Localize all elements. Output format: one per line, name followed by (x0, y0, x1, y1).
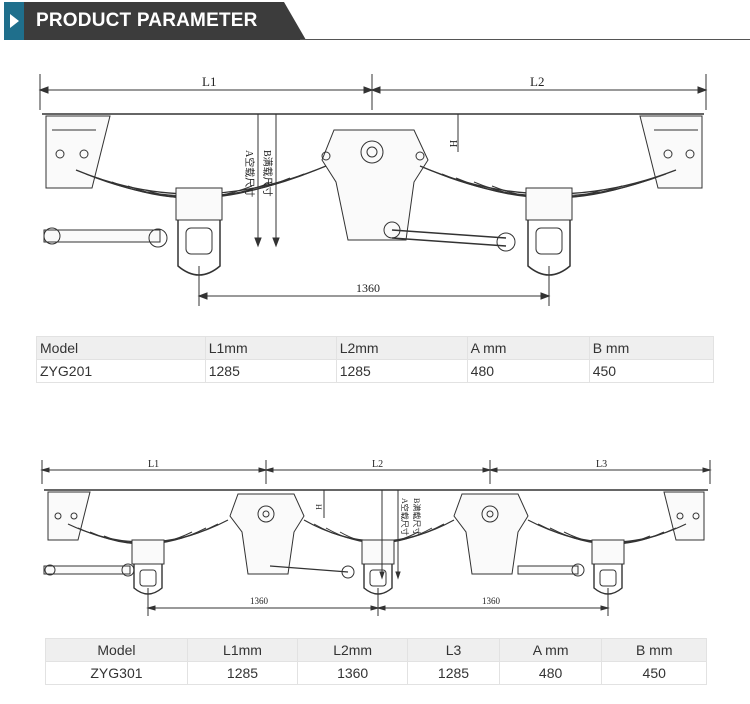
table-cell: ZYG301 (45, 661, 188, 685)
dim-1360-label: 1360 (356, 281, 380, 295)
table-header-row: Model L1mm L2mm A mm B mm (36, 336, 715, 360)
dim-l2-label: L2 (372, 459, 383, 470)
dim-h-label: H (447, 140, 458, 147)
spec-table-zyg301: Model L1mm L2mm L3 A mm B mm ZYG301 1285… (45, 638, 707, 685)
dim-l1-label: L1 (148, 459, 159, 470)
table-cell: 1285 (335, 359, 468, 383)
vert-label-a: A空载尺寸 (400, 498, 410, 536)
table-header-cell: B mm (588, 336, 715, 360)
tandem-suspension-drawing: L1 L2 (36, 70, 716, 310)
table-row: ZYG301 1285 1360 1285 480 450 (45, 661, 707, 685)
spec-table-zyg201: Model L1mm L2mm A mm B mm ZYG201 1285 12… (36, 336, 715, 383)
dim-l2-label: L2 (530, 74, 544, 89)
header-underline (300, 39, 750, 40)
play-arrow-icon (4, 2, 24, 40)
tri-axle-suspension-drawing: L1 L2 L3 (38, 458, 714, 620)
table-header-cell: A mm (466, 336, 590, 360)
table-header-cell: Model (45, 638, 188, 662)
table-cell: 1360 (297, 661, 409, 685)
table-header-cell: L1mm (186, 638, 299, 662)
vert-label-a: A空载尺寸 (243, 150, 256, 197)
table-cell: 450 (601, 661, 707, 685)
table-cell: 1285 (186, 661, 299, 685)
dim-l1-label: L1 (202, 74, 216, 89)
table-header-cell: Model (36, 336, 206, 360)
dim-l3-label: L3 (596, 459, 607, 470)
vert-label-b: B满载尺寸 (261, 150, 274, 197)
dim-h-label: H (314, 504, 323, 510)
table-cell: ZYG201 (36, 359, 206, 383)
table-cell: 450 (588, 359, 715, 383)
table-header-cell: A mm (498, 638, 603, 662)
table-header-row: Model L1mm L2mm L3 A mm B mm (45, 638, 707, 662)
vert-label-b: B满载尺寸 (412, 498, 422, 535)
table-row: ZYG201 1285 1285 480 450 (36, 359, 715, 383)
table-cell: 1285 (407, 661, 500, 685)
table-cell: 480 (466, 359, 590, 383)
section-title: PRODUCT PARAMETER (36, 10, 258, 31)
table-cell: 1285 (204, 359, 337, 383)
table-header-cell: L2mm (297, 638, 409, 662)
table-header-cell: B mm (601, 638, 707, 662)
dim-1360-left-label: 1360 (250, 596, 269, 606)
section-header: PRODUCT PARAMETER (0, 0, 750, 44)
table-header-cell: L2mm (335, 336, 468, 360)
table-header-cell: L3 (407, 638, 500, 662)
header-bar (4, 2, 306, 40)
table-cell: 480 (498, 661, 603, 685)
table-header-cell: L1mm (204, 336, 337, 360)
dim-1360-right-label: 1360 (482, 596, 501, 606)
